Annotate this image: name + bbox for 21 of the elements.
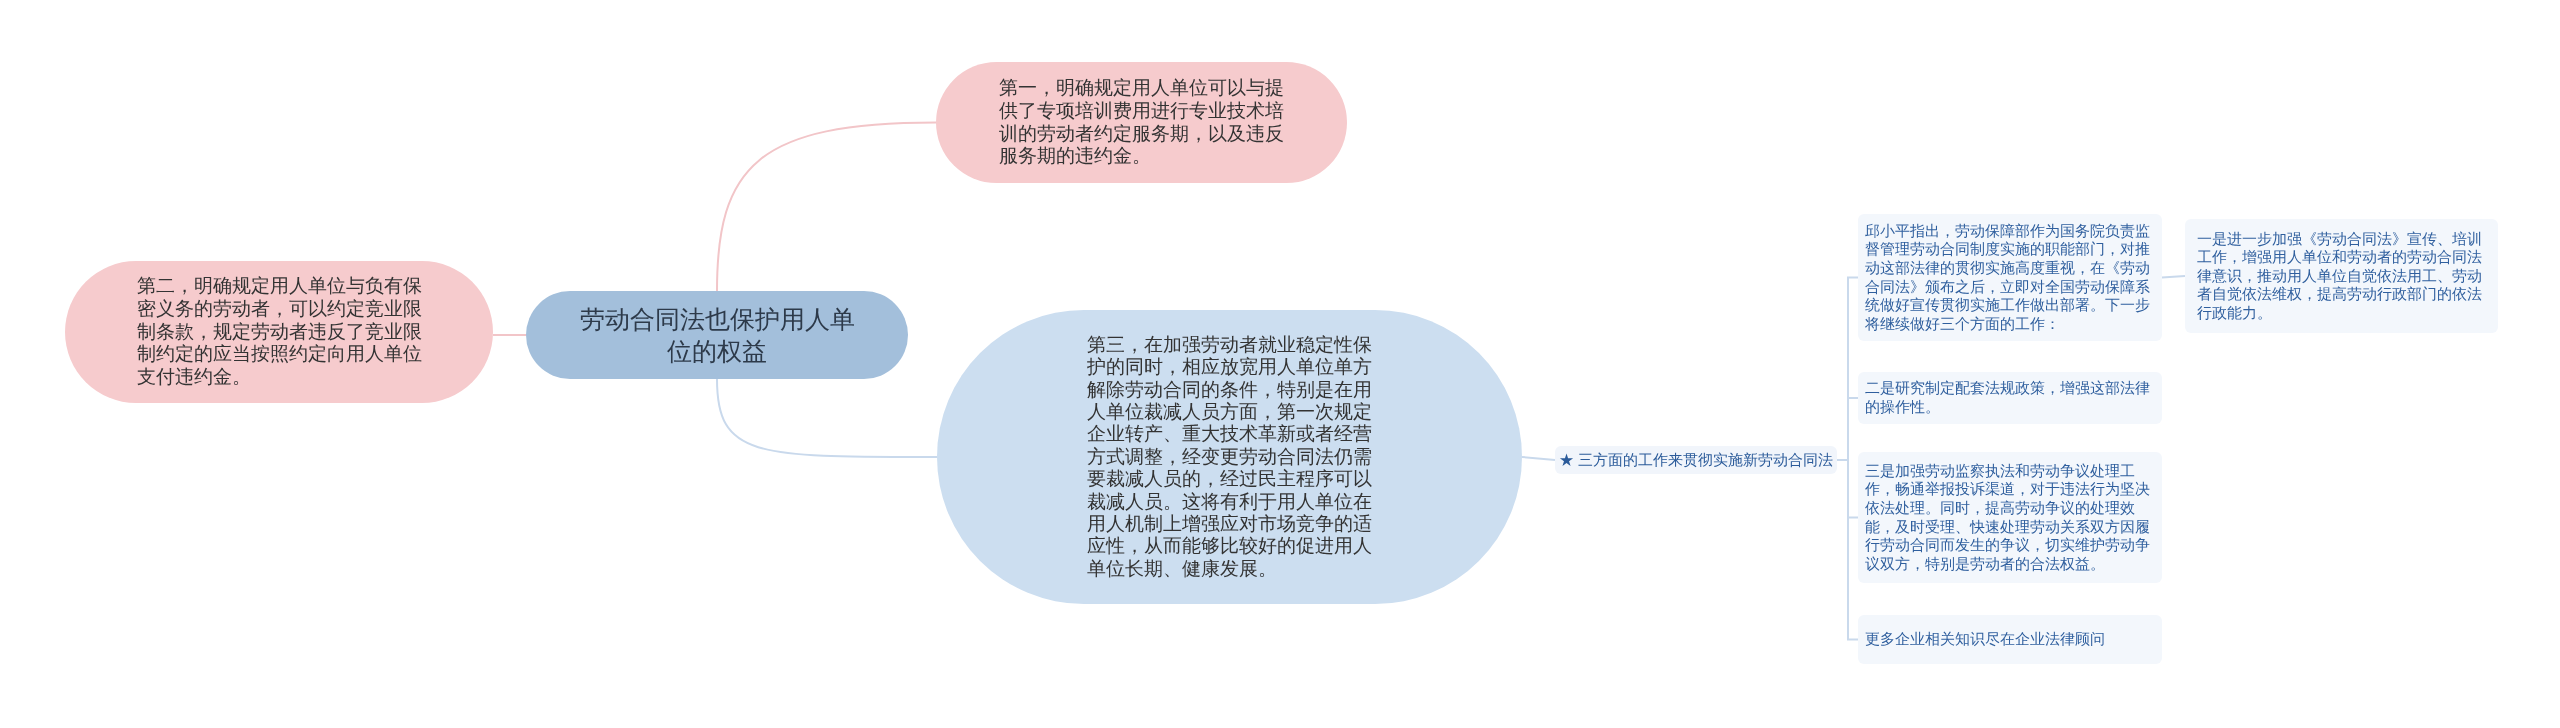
note-card (1858, 615, 2162, 664)
connector-line (716, 378, 938, 458)
note-card (1858, 452, 2162, 583)
note-text: 二是研究制定配套法规政策，增强这部法律的操作性。 (1865, 379, 2151, 417)
connector-line (1521, 456, 1556, 461)
connector-line (492, 334, 527, 336)
topic-text: 劳动合同法也保护用人单位的权益 (579, 303, 855, 367)
connector-line (716, 121, 937, 292)
subtopic-text: ★ 三方面的工作来贯彻实施新劳动合同法 (1558, 451, 1834, 469)
note-text: 更多企业相关知识尽在企业法律顾问 (1865, 630, 2106, 649)
note-card (2185, 219, 2498, 333)
topic-text: 第三，在加强劳动者就业稳定性保护的同时，相应放宽用人单位单方解除劳动合同的条件，特别是在用人单位裁减人员方面，第一次规定企业转产、重大技术革新或者经营方式调整，经变更劳动合同法仍需要裁减人员的，经过民主程序可以裁减人员。这将有利于用人单位在用人机制上增强应对市场竞争的适应性，从而能够比较好的促进用人单位长期、健康发展。 (1087, 333, 1372, 581)
note-text: 邱小平指出，劳动保障部作为国务院负责监督管理劳动合同制度实施的职能部门，对推动这部法律的贯彻实施高度重视，在《劳动合同法》颁布之后，立即对全国劳动保障系统做好宣传贯彻实施工作做出部署。下一步将继续做好三个方面的工作： (1865, 221, 2151, 334)
note-text: 一是进一步加强《劳动合同法》宣传、培训工作，增强用人单位和劳动者的劳动合同法律意识，推动用人单位自觉依法用工、劳动者自觉依法维权，提高劳动行政部门的依法行政能力。 (2196, 229, 2483, 323)
subtopic-label (1555, 446, 1837, 474)
topic-text: 第一，明确规定用人单位可以与提供了专项培训费用进行专业技术培训的劳动者约定服务期，以及违反服务期的违约金。 (999, 76, 1284, 169)
note-card (1858, 372, 2162, 424)
connector-line (2161, 275, 2186, 279)
topic-text: 第二，明确规定用人单位与负有保密义务的劳动者，可以约定竞业限制条款，规定劳动者违反了竞业限制约定的应当按照约定向用人单位支付违约金。 (136, 275, 422, 389)
note-card (1858, 214, 2162, 341)
note-text: 三是加强劳动监察执法和劳动争议处理工作，畅通举报投诉渠道，对于违法行为坚决依法处理。同时，提高劳动争议的处理效能，及时受理、快速处理劳动关系双方因履行劳动合同而发生的争议，切实维护劳动争议双方，特别是劳动者的合法权益。 (1865, 461, 2151, 574)
